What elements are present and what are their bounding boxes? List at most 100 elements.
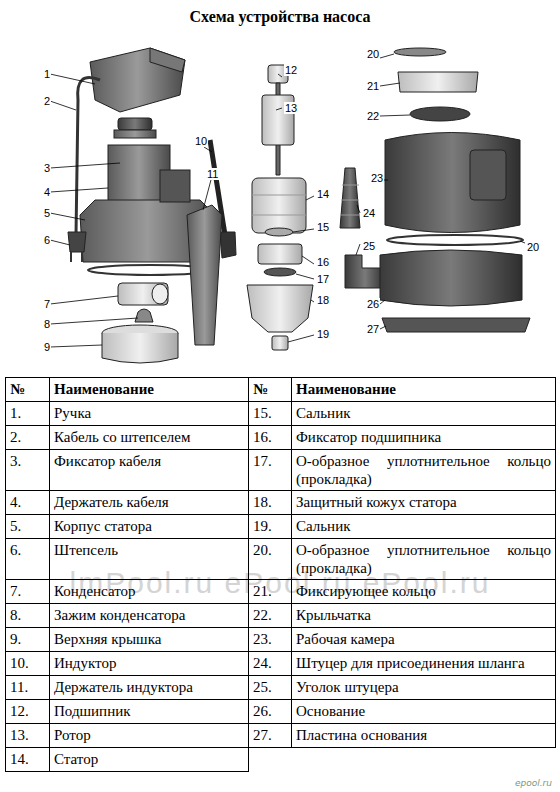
table-row: 12.Подшипник26.Основание: [6, 700, 556, 724]
table-cell: 25.: [249, 676, 292, 700]
callout-number: 2: [43, 95, 51, 107]
table-row: 3. Фиксатор кабеля 17.О-образное уплотните…: [6, 450, 556, 491]
table-cell: Защитный кожух статора: [292, 491, 556, 515]
part-number: 3.: [10, 453, 21, 469]
table-cell: 27.: [249, 724, 292, 748]
part-name: Штепсель: [54, 542, 118, 558]
callout-number: 14: [316, 188, 330, 200]
table-cell: 16.: [249, 426, 292, 450]
table-row: 5.Корпус статора19.Сальник: [6, 515, 556, 539]
part-number: 21.: [253, 583, 272, 599]
table-header: Наименование: [296, 381, 396, 397]
callout-number: 11: [206, 168, 219, 180]
part-number: 23.: [253, 631, 272, 647]
table-cell: Уголок штуцера: [292, 676, 556, 700]
callout-number: 3: [43, 162, 51, 174]
part-name: Защитный кожух статора: [296, 494, 457, 510]
callout-number: 9: [43, 341, 51, 353]
part-name: Рабочая камера: [296, 631, 395, 647]
part-name: Крыльчатка: [296, 607, 371, 623]
pump-illustration: [0, 0, 560, 372]
callout-number: 16: [316, 256, 330, 268]
table-cell: Статор: [50, 748, 249, 772]
part-name: Подшипник: [54, 703, 130, 719]
part-number: 25.: [253, 679, 272, 695]
table-cell: 18.: [249, 491, 292, 515]
table-row: 2.Кабель со штепселем 16.Фиксатор подшипн…: [6, 426, 556, 450]
part-name: Кабель со штепселем: [54, 429, 190, 445]
table-cell: Ротор: [50, 724, 249, 748]
table-cell: Фиксатор кабеля: [50, 450, 249, 491]
callout-number: 17: [316, 273, 330, 285]
part-number: 19.: [253, 518, 272, 534]
part-name: Фиксатор кабеля: [54, 453, 161, 469]
part-name: Фиксатор подшипника: [296, 429, 441, 445]
table-cell: Подшипник: [50, 700, 249, 724]
callout-number: 24: [362, 207, 376, 219]
table-cell: Держатель кабеля: [50, 491, 249, 515]
table-cell: Ручка: [50, 402, 249, 426]
table-header: №: [10, 381, 25, 397]
table-cell: Корпус статора: [50, 515, 249, 539]
table-cell: Фиксатор подшипника: [292, 426, 556, 450]
table-cell: 13.: [6, 724, 50, 748]
table-row: 13. Ротор27.Пластина основания: [6, 724, 556, 748]
part-number: 1.: [10, 405, 21, 421]
table-cell: Крыльчатка: [292, 604, 556, 628]
table-row: 7.Конденсатор21.Фиксирующее кольцо: [6, 580, 556, 604]
table-cell: О-образное уплотнительное кольцо (прокла…: [292, 539, 556, 580]
callout-number: 10: [194, 135, 208, 147]
part-number: 15.: [253, 405, 272, 421]
part-number: 14.: [10, 751, 29, 767]
table-cell: 19.: [249, 515, 292, 539]
part-name: Сальник: [296, 405, 350, 421]
table-cell: 21.: [249, 580, 292, 604]
part-name: Держатель индуктора: [54, 679, 193, 695]
table-cell: Основание: [292, 700, 556, 724]
part-name: Ручка: [54, 405, 91, 421]
table-cell: 22.: [249, 604, 292, 628]
table-row: 1. Ручка 15. Сальник: [6, 402, 556, 426]
table-header: Наименование: [54, 381, 154, 397]
callout-number: 27: [366, 323, 380, 335]
parts-table: №Наименование№Наименование1.Ручка15.Саль…: [5, 377, 556, 772]
table-cell: Наименование: [292, 378, 556, 402]
part-name: Пластина основания: [296, 727, 427, 743]
table-cell: Зажим конденсатора: [50, 604, 249, 628]
part-name: Держатель кабеля: [54, 494, 169, 510]
part-name: Верхняя крышка: [54, 631, 161, 647]
table-cell: 4.: [6, 491, 50, 515]
table-cell: 2.: [6, 426, 50, 450]
table-cell: 17.: [249, 450, 292, 491]
table-cell: 9.: [6, 628, 50, 652]
table-cell: 26.: [249, 700, 292, 724]
table-cell: 7.: [6, 580, 50, 604]
part-number: 9.: [10, 631, 21, 647]
table-cell: Сальник: [292, 402, 556, 426]
part-number: 13.: [10, 727, 29, 743]
table-cell: Верхняя крышка: [50, 628, 249, 652]
callout-number: 15: [316, 221, 330, 233]
table-cell: Штуцер для присоединения шланга: [292, 652, 556, 676]
part-number: 20.: [253, 542, 272, 558]
callout-number: 19: [316, 328, 330, 340]
table-cell: Индуктор: [50, 652, 249, 676]
table-cell: 6.: [6, 539, 50, 580]
part-name: О-образное уплотнительное кольцо (прокла…: [296, 453, 551, 487]
part-number: 8.: [10, 607, 21, 623]
table-cell: 5.: [6, 515, 50, 539]
part-number: 22.: [253, 607, 272, 623]
table-cell: Кабель со штепселем: [50, 426, 249, 450]
table-cell: Наименование: [50, 378, 249, 402]
part-number: 7.: [10, 583, 21, 599]
callout-number: 8: [43, 318, 51, 330]
table-cell: 23.: [249, 628, 292, 652]
table-cell: Пластина основания: [292, 724, 556, 748]
callout-number: 20: [526, 241, 540, 253]
callout-number: 4: [43, 186, 51, 198]
logo-text: epool.ru: [515, 778, 552, 788]
callout-number: 13: [284, 102, 298, 114]
callout-number: 20: [366, 48, 380, 60]
part-name: О-образное уплотнительное кольцо (прокла…: [296, 542, 551, 576]
callout-number: 6: [43, 234, 51, 246]
